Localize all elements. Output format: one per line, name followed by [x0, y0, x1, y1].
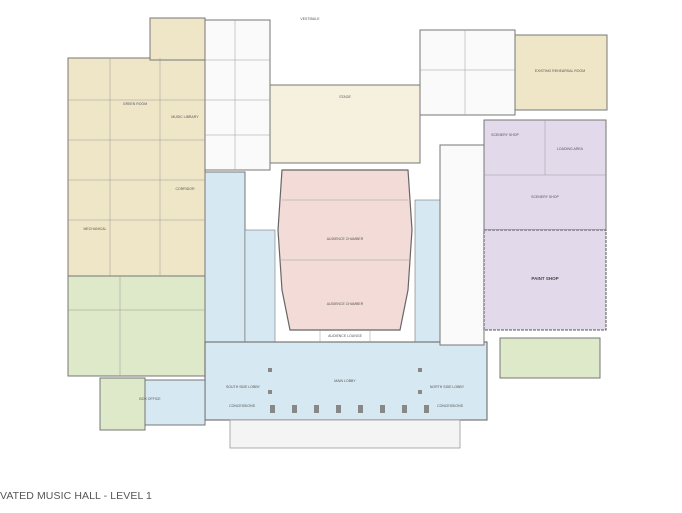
label-corridor: CORRIDOR [175, 187, 195, 191]
zone-box-office-blue [144, 379, 206, 426]
label-north-side-lobby: NORTH SIDE LOBBY [430, 385, 465, 389]
label-box-office: BOX OFFICE [139, 397, 161, 401]
zone-support-tan-left [67, 57, 206, 277]
label-music-library: MUSIC LIBRARY [171, 115, 199, 119]
label-existing-rehearsal-room: EXISTING REHEARSAL ROOM [535, 69, 585, 73]
label-vestibule: VESTIBULE [300, 17, 320, 21]
label-audience-chamber-upper: AUDIENCE CHAMBER [327, 237, 364, 241]
zone-backstage [204, 19, 271, 171]
label-mechanical: MECHANICAL [84, 227, 107, 231]
lobby-columns [268, 368, 429, 413]
label-scenery-shop-lower: SCENERY SHOP [531, 195, 559, 199]
zone-support-green-left [67, 275, 206, 377]
label-stage: STAGE [339, 95, 351, 99]
plan-caption: VATED MUSIC HALL - LEVEL 1 [0, 490, 152, 502]
label-south-side-lobby: SOUTH SIDE LOBBY [226, 385, 261, 389]
zone-lobby-left-corridor [244, 229, 276, 346]
label-green-room: GREEN ROOM [123, 102, 147, 106]
zone-lobby-left-wing [204, 171, 246, 343]
label-loading-area: LOADING AREA [557, 147, 584, 151]
label-concessions-left: CONCESSIONS [229, 404, 256, 408]
zone-top-left-tan [149, 17, 206, 61]
zone-right-service [439, 144, 485, 346]
label-concessions-right: CONCESSIONS [437, 404, 464, 408]
zone-lobby-right-corridor [414, 199, 441, 346]
partitions [68, 20, 606, 376]
zone-paint-shop [483, 229, 607, 331]
zone-green-boxoffice [99, 377, 146, 431]
label-main-lobby: MAIN LOBBY [334, 379, 356, 383]
zone-auditorium [277, 169, 413, 331]
zone-stage [269, 84, 421, 164]
zone-entrance-steps [229, 419, 461, 449]
zone-rehearsal-room [514, 34, 608, 111]
label-audience-lounge: AUDIENCE LOUNGE [328, 334, 363, 338]
label-paint-shop: PAINT SHOP [531, 276, 558, 281]
zone-main-lobby [204, 341, 488, 421]
label-audience-chamber-lower: AUDIENCE CHAMBER [327, 302, 364, 306]
zone-top-right-rooms [419, 29, 516, 116]
label-scenery-shop-upper: SCENERY SHOP [491, 133, 519, 137]
zone-right-green [499, 337, 601, 379]
floor-plan: STAGE AUDIENCE CHAMBER AUDIENCE CHAMBER … [67, 17, 608, 449]
